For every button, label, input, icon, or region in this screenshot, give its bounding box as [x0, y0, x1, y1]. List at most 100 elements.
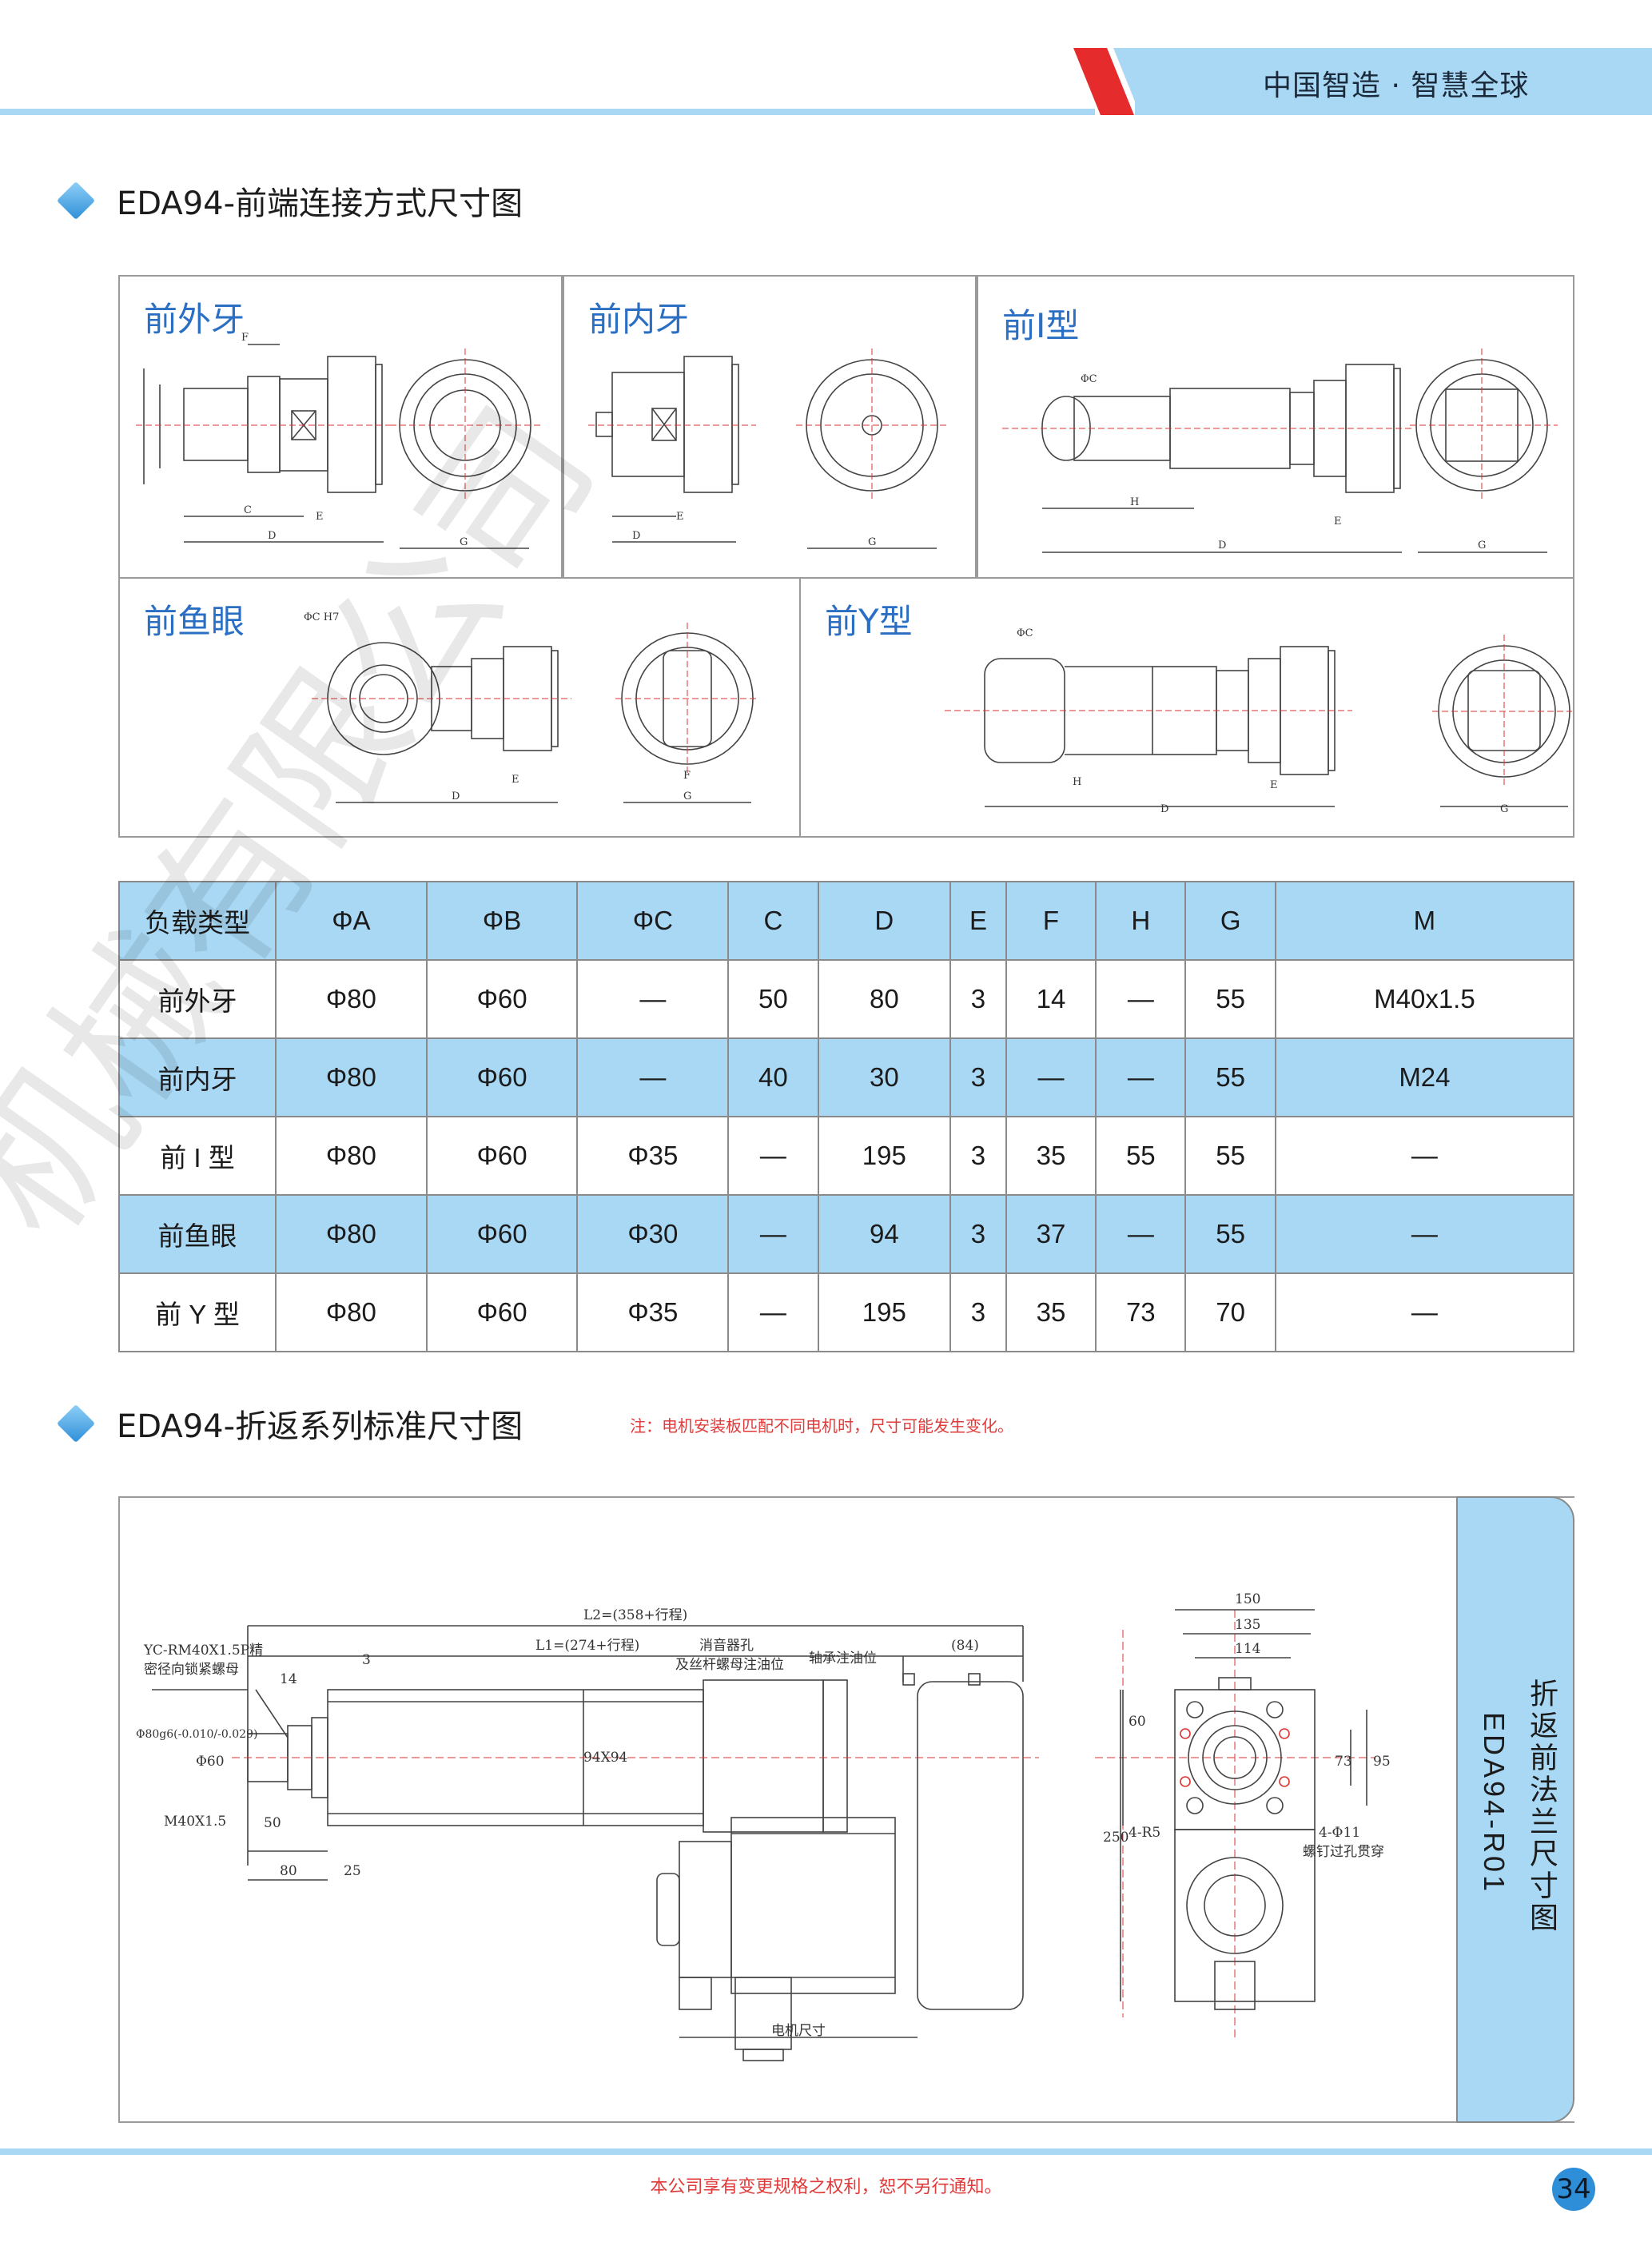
table-cell: 3 [949, 959, 1007, 1039]
table-cell: 80 [817, 959, 952, 1039]
side-title-tab: 折返前法兰尺寸图 EDA94-R01 [1456, 1496, 1574, 2123]
dim-v250: 250 [1103, 1830, 1129, 1846]
table-cell: Φ35 [576, 1116, 730, 1196]
table-cell: 前 Y 型 [118, 1272, 277, 1352]
dim-84: (84) [951, 1638, 979, 1654]
table-cell: Φ60 [425, 1116, 579, 1196]
dim-l2: L2=(358+行程) [583, 1607, 687, 1623]
dimension-table: 负载类型 ΦA ΦB ΦC C D E F H G M 前外牙 Φ80 Φ60 … [118, 881, 1575, 1352]
nut-note-2: 密径向锁紧螺母 [144, 1662, 239, 1678]
muffler-note-2: 及丝杆螺母注油位 [675, 1657, 784, 1673]
table-header-cell: ΦB [425, 881, 579, 961]
table-row: 前外牙 Φ80 Φ60 — 50 80 3 14 — 55 M40x1.5 [118, 959, 1575, 1039]
panel-front-external-thread: 前外牙 F C D E [118, 275, 563, 579]
label-E: E [512, 774, 519, 786]
label-E: E [1270, 779, 1278, 791]
dim-v73: 73 [1335, 1754, 1352, 1770]
bearing-note: 轴承注油位 [809, 1651, 877, 1667]
panel-front-internal-thread: 前内牙 D E G [563, 275, 977, 579]
table-header-cell: D [817, 881, 952, 961]
table-cell: Φ80 [275, 1037, 428, 1117]
table-cell: M40x1.5 [1274, 959, 1575, 1039]
table-cell: Φ60 [425, 1037, 579, 1117]
label-D: D [632, 530, 640, 542]
dim-114: 114 [1235, 1641, 1260, 1657]
table-cell: 3 [949, 1037, 1007, 1117]
dim-hole: 4-Φ11 [1319, 1825, 1360, 1841]
table-cell: 3 [949, 1194, 1007, 1274]
motor-size-label: 电机尺寸 [771, 2023, 826, 2039]
fisheye-drawing: ΦC H7 D E F G [304, 611, 759, 803]
header-banner: 中国智造 · 智慧全球 [1135, 48, 1652, 115]
table-cell: 14 [1005, 959, 1097, 1039]
label-G: G [1500, 803, 1508, 815]
table-cell: 3 [949, 1116, 1007, 1196]
footer-rule [0, 2148, 1652, 2155]
label-E: E [676, 511, 684, 523]
header-rule [0, 109, 1095, 115]
label-E: E [1334, 516, 1342, 528]
external-thread-drawing: F C D E G [136, 332, 540, 549]
internal-thread-drawing: D E G [588, 348, 948, 549]
dim-m40: M40X1.5 [164, 1814, 226, 1830]
table-cell: 195 [817, 1272, 952, 1352]
label-E: E [316, 511, 324, 523]
label-D: D [268, 530, 276, 542]
dim-94x94: 94X94 [583, 1750, 627, 1766]
diamond-bullet-icon [56, 181, 96, 221]
table-cell: — [1274, 1116, 1575, 1196]
label-H: H [1073, 776, 1081, 788]
table-cell: 55 [1184, 1116, 1276, 1196]
table-cell: Φ35 [576, 1272, 730, 1352]
label-G: G [683, 790, 691, 802]
panel-title: 前外牙 [144, 300, 245, 339]
table-cell: — [1274, 1272, 1575, 1352]
section2-note: 注：电机安装板匹配不同电机时，尺寸可能发生变化。 [630, 1416, 1013, 1436]
dim-135: 135 [1235, 1617, 1260, 1633]
footer-note: 本公司享有变更规格之权利，恕不另行通知。 [650, 2177, 1002, 2197]
dim-150: 150 [1235, 1591, 1260, 1607]
side-title-cn: 折返前法兰尺寸图 [1525, 1679, 1558, 1934]
table-cell: 37 [1005, 1194, 1097, 1274]
table-cell: — [1095, 1037, 1187, 1117]
dim-phi60: Φ60 [196, 1754, 225, 1770]
dim-phi80g6: Φ80g6(-0.010/-0.029) [136, 1728, 257, 1741]
table-cell: 前内牙 [118, 1037, 277, 1117]
side-title-model: EDA94-R01 [1478, 1712, 1511, 1895]
table-header-cell: M [1274, 881, 1575, 961]
nut-note-1: YC-RM40X1.5P精 [143, 1643, 263, 1659]
folded-flange-drawing: L2=(358+行程) L1=(274+行程) (84) YC-RM40X1.5… [136, 1591, 1391, 2061]
table-cell: Φ80 [275, 959, 428, 1039]
page-number: 34 [1552, 2168, 1595, 2211]
y-type-drawing: ΦC H D E G [945, 627, 1572, 815]
table-header-cell: E [949, 881, 1007, 961]
label-phiC: ΦC [1017, 627, 1033, 639]
label-D: D [452, 790, 460, 802]
label-phiCH7: ΦC H7 [304, 611, 339, 623]
table-cell: — [576, 1037, 730, 1117]
section2-title: EDA94-折返系列标准尺寸图 [117, 1408, 523, 1445]
table-cell: M24 [1274, 1037, 1575, 1117]
table-cell: 50 [727, 959, 819, 1039]
dim-80: 80 [280, 1863, 297, 1879]
table-cell: Φ80 [275, 1272, 428, 1352]
muffler-note-1: 消音器孔 [699, 1638, 754, 1654]
dim-3: 3 [362, 1652, 371, 1668]
table-cell: 前 I 型 [118, 1116, 277, 1196]
table-cell: 3 [949, 1272, 1007, 1352]
table-cell: 55 [1184, 1194, 1276, 1274]
label-D: D [1160, 803, 1168, 815]
table-cell: 35 [1005, 1116, 1097, 1196]
table-cell: — [727, 1272, 819, 1352]
table-cell: Φ60 [425, 1272, 579, 1352]
label-phiC: ΦC [1081, 373, 1097, 385]
table-header-cell: F [1005, 881, 1097, 961]
panel-front-y-type: 前Y型 ΦC H D E G [799, 577, 1574, 838]
table-header-cell: H [1095, 881, 1187, 961]
table-cell: 40 [727, 1037, 819, 1117]
label-F: F [683, 770, 691, 782]
label-H: H [1130, 496, 1139, 508]
section1-heading: EDA94-前端连接方式尺寸图 [56, 177, 523, 224]
dim-14: 14 [280, 1671, 297, 1687]
dim-r5: 4-R5 [1129, 1825, 1160, 1841]
